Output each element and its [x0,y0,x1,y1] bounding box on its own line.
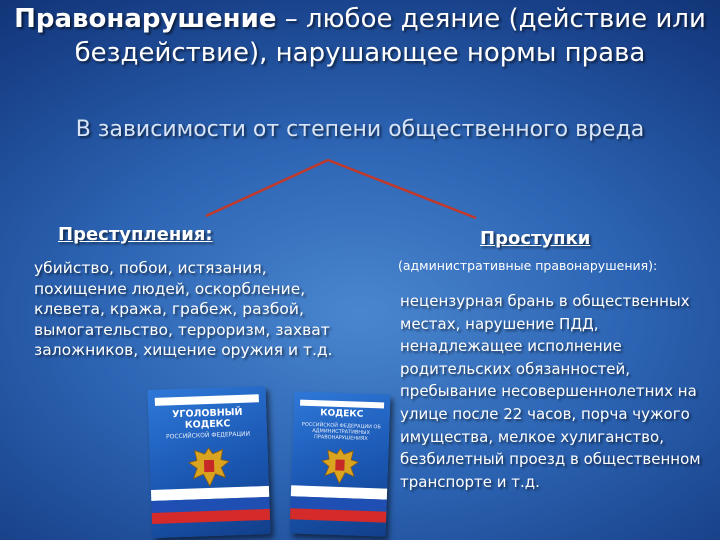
misdemeanors-examples: нецензурная брань в общественных местах,… [400,292,701,491]
double-headed-eagle-icon [188,447,230,487]
crimes-examples: убийство, побои, истязания, похищение лю… [34,259,333,359]
russian-flag-band [150,485,271,525]
misdemeanors-heading: Проступки [480,228,591,249]
title-definition: – любое деяние (действие или бездействие… [74,4,706,68]
misdemeanors-note: (административные правонарушения): [398,258,658,273]
criminal-code-title: УГОЛОВНЫЙ КОДЕКС [171,406,243,431]
administrative-code-book-image: КОДЕКС РОССИЙСКОЙ ФЕДЕРАЦИИ ОБ АДМИНИСТР… [289,391,391,537]
slide-title: Правонарушение – любое деяние (действие … [0,2,720,70]
title-term: Правонарушение [14,4,277,34]
arrow-to-crimes [205,158,329,218]
classification-subtitle: В зависимости от степени общественного в… [75,117,645,142]
russian-flag-band [290,485,388,523]
double-headed-eagle-icon [321,448,360,485]
crimes-heading: Преступления: [58,224,213,245]
administrative-code-subtitle: РОССИЙСКОЙ ФЕДЕРАЦИИ ОБ АДМИНИСТРАТИВНЫХ… [301,421,381,442]
criminal-code-book-image: УГОЛОВНЫЙ КОДЕКС РОССИЙСКОЙ ФЕДЕРАЦИИ [147,385,271,539]
arrow-to-misdemeanors [327,158,477,220]
